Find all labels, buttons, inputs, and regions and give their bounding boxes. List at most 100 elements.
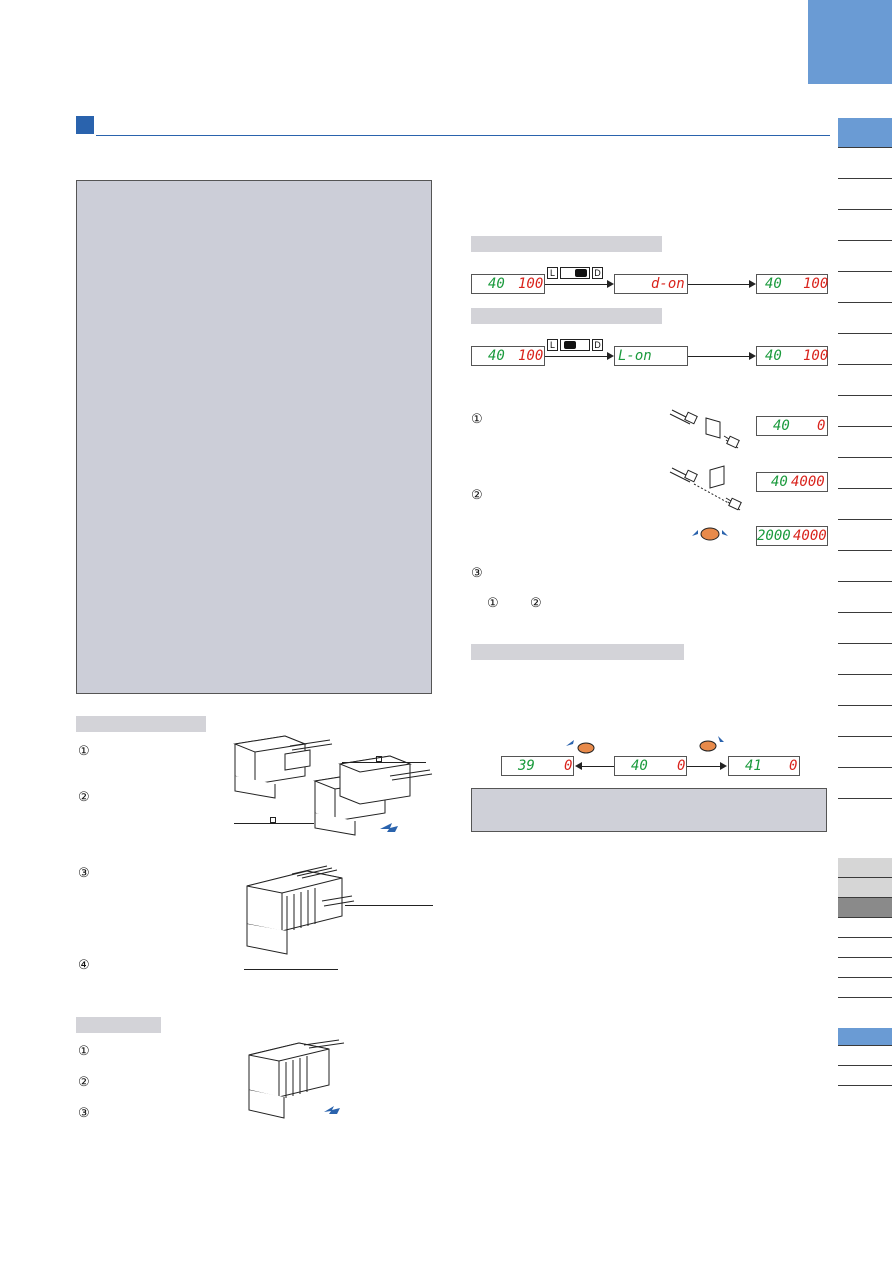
side-tab[interactable]	[838, 551, 892, 582]
side-tab-lower[interactable]	[838, 898, 892, 918]
side-tab[interactable]	[838, 334, 892, 365]
flow-arrow	[545, 284, 607, 285]
section-marker	[76, 116, 94, 134]
display-step1: 40 0	[756, 416, 828, 436]
switch-l-key: L	[547, 267, 558, 279]
side-tab-lower[interactable]	[838, 958, 892, 978]
flow-arrow	[688, 356, 749, 357]
side-tab[interactable]	[838, 582, 892, 613]
side-tab[interactable]	[838, 458, 892, 489]
removal-heading-bar	[76, 1017, 161, 1033]
mounting-heading-bar	[76, 716, 206, 732]
side-tab[interactable]	[838, 148, 892, 179]
teach-step-2: ②	[471, 487, 483, 502]
mount-step-4: ④	[78, 957, 90, 972]
callout-line	[345, 905, 433, 906]
switch-slider[interactable]	[560, 267, 590, 279]
flow-arrow	[545, 356, 607, 357]
arrow-head	[607, 352, 614, 360]
side-tab[interactable]	[838, 179, 892, 210]
remove-step-3: ③	[78, 1105, 90, 1120]
callout-line	[234, 823, 314, 824]
display-after-d-on: 40 100	[756, 274, 828, 294]
mount-step-2: ②	[78, 789, 90, 804]
side-tab[interactable]	[838, 675, 892, 706]
callout-marker	[270, 817, 276, 823]
switch-d-key: D	[592, 267, 603, 279]
arrow-head	[720, 762, 727, 770]
mode-switch-l[interactable]: L D	[547, 338, 603, 352]
remove-step-2: ②	[78, 1074, 90, 1089]
remove-step-1: ①	[78, 1043, 90, 1058]
arrow-head	[749, 352, 756, 360]
arrow-head	[749, 280, 756, 288]
side-tab[interactable]	[838, 489, 892, 520]
section-corner-tab	[808, 0, 892, 84]
note-box	[471, 788, 827, 832]
side-tab[interactable]	[838, 520, 892, 551]
switch-l-key: L	[547, 339, 558, 351]
display-adjust-down: 39 0	[501, 756, 574, 776]
side-tab-lower[interactable]	[838, 878, 892, 898]
side-tab-lower[interactable]	[838, 1028, 892, 1046]
switch-d-key: D	[592, 339, 603, 351]
side-tab[interactable]	[838, 706, 892, 737]
side-tab[interactable]	[838, 210, 892, 241]
display-before-d-on: 40 100	[471, 274, 545, 294]
side-tab-lower[interactable]	[838, 918, 892, 938]
callout-line	[244, 969, 338, 970]
teach-step-ref-1: ①	[487, 595, 499, 610]
side-index-tabs[interactable]	[838, 118, 892, 799]
side-tab[interactable]	[838, 427, 892, 458]
flow-arrow	[687, 766, 720, 767]
arrow-head	[607, 280, 614, 288]
sensor-mount-illustration	[233, 735, 433, 836]
teach-step-ref-2: ②	[530, 595, 542, 610]
title-rule	[96, 135, 830, 136]
side-tab[interactable]	[838, 365, 892, 396]
removal-illustration	[248, 1039, 345, 1119]
info-panel	[76, 180, 432, 694]
fiber-without-object-icon	[669, 465, 742, 511]
side-tab-lower[interactable]	[838, 1066, 892, 1086]
side-tab[interactable]	[838, 737, 892, 768]
callout-line	[342, 762, 426, 763]
side-tab[interactable]	[838, 644, 892, 675]
display-step2b: 2000 4000	[756, 526, 828, 546]
teach-step-3: ③	[471, 565, 483, 580]
arrow-head-left	[575, 762, 582, 770]
display-after-l-on: 40 100	[756, 346, 828, 366]
side-tab[interactable]	[838, 613, 892, 644]
side-tab-lower[interactable]	[838, 858, 892, 878]
stacked-sensors-illustration	[246, 865, 355, 955]
side-tab[interactable]	[838, 303, 892, 334]
fiber-with-object-icon	[669, 409, 740, 449]
dial-down-icon[interactable]	[564, 738, 604, 756]
callout-marker	[376, 756, 382, 762]
teach-step-1: ①	[471, 411, 483, 426]
display-l-on: L-on	[614, 346, 688, 366]
adjust-dial-icon[interactable]	[690, 520, 730, 544]
side-tab-lower[interactable]	[838, 938, 892, 958]
fine-adjust-heading-bar	[471, 644, 684, 660]
dial-up-icon[interactable]	[690, 734, 730, 754]
display-step2: 40 4000	[756, 472, 828, 492]
side-tab[interactable]	[838, 241, 892, 272]
side-tab-lower[interactable]	[838, 1046, 892, 1066]
l-on-heading-bar	[471, 308, 662, 324]
side-tab[interactable]	[838, 396, 892, 427]
display-adjust-center: 40 0	[614, 756, 687, 776]
display-before-l-on: 40 100	[471, 346, 545, 366]
side-tab-lower[interactable]	[838, 978, 892, 998]
side-tab[interactable]	[838, 118, 892, 148]
display-d-on: d-on	[614, 274, 688, 294]
flow-arrow	[688, 284, 749, 285]
flow-arrow	[582, 766, 614, 767]
mode-switch-d[interactable]: L D	[547, 266, 603, 280]
switch-slider[interactable]	[560, 339, 590, 351]
mount-step-3: ③	[78, 865, 90, 880]
side-tab[interactable]	[838, 272, 892, 303]
side-tab[interactable]	[838, 768, 892, 799]
side-index-tabs-lower[interactable]	[838, 858, 892, 1086]
d-on-heading-bar	[471, 236, 662, 252]
